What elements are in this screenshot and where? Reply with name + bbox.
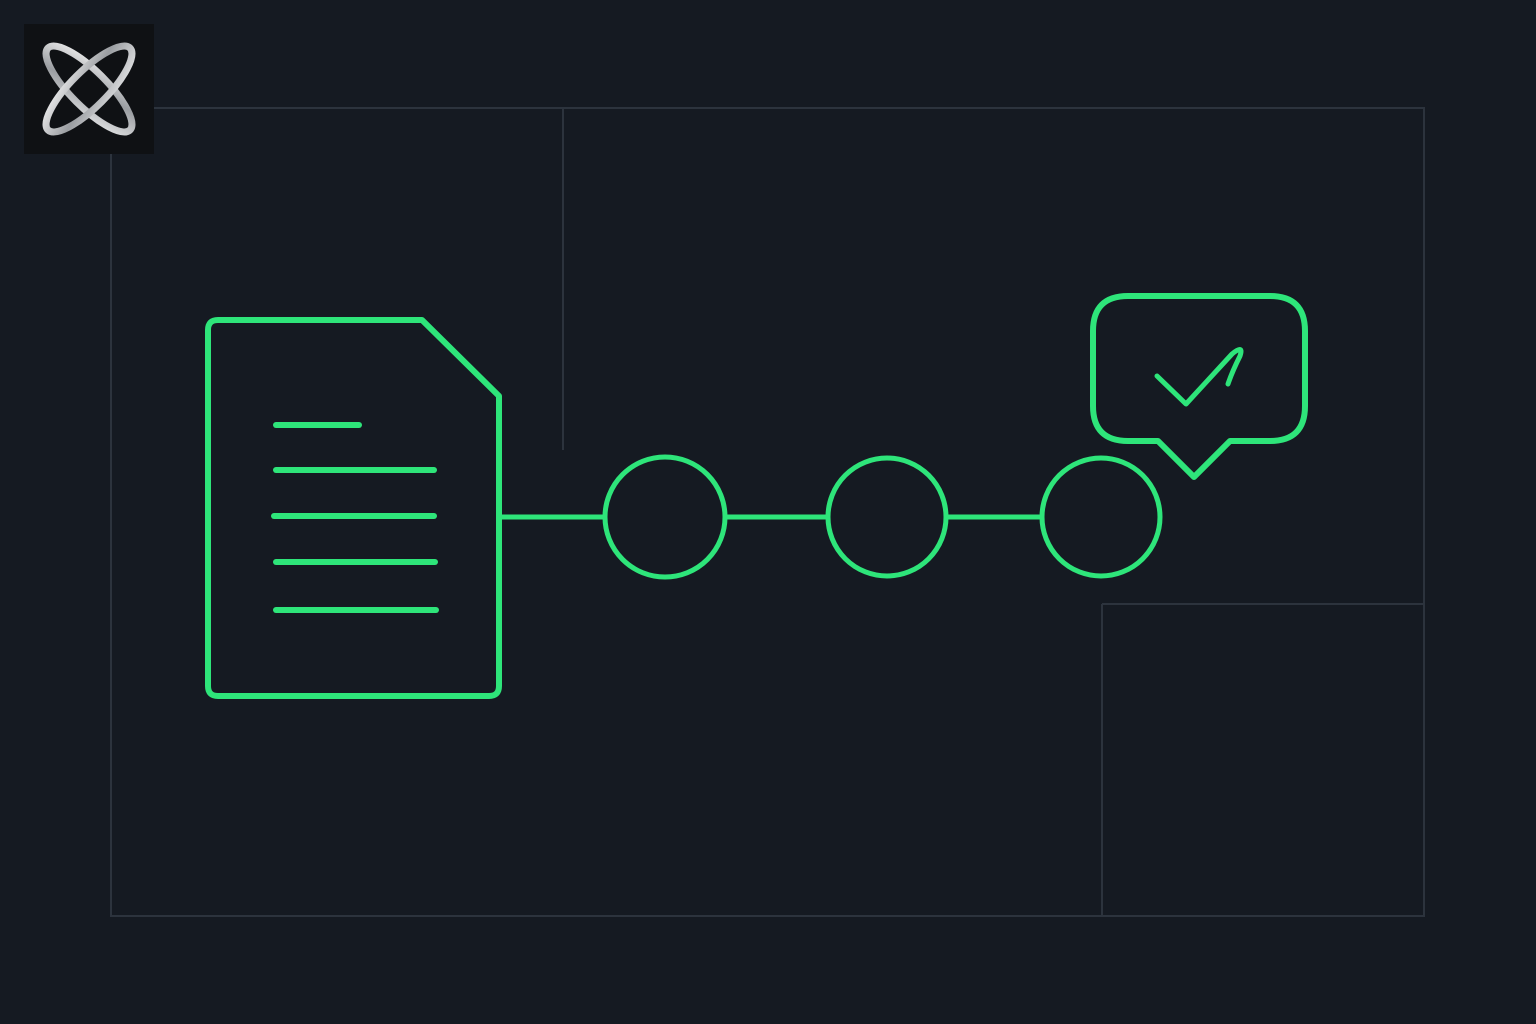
x-orbit-logo-icon: [42, 42, 136, 136]
step-3-circle-node-icon: [1039, 455, 1163, 579]
speech-bubble-outline: [1090, 293, 1308, 480]
document-outline: [205, 317, 502, 699]
process-steps: [602, 454, 1163, 580]
checkmark-icon: [1154, 347, 1244, 407]
step-1-circle-node-icon: [602, 454, 728, 580]
outer-frame: [110, 107, 1425, 917]
logo: [24, 24, 154, 154]
step-2-circle-node-icon: [825, 455, 949, 579]
document-icon: [205, 317, 502, 699]
grid-frame: [110, 107, 1425, 917]
checkmark-speech-bubble-icon: [1090, 293, 1308, 480]
